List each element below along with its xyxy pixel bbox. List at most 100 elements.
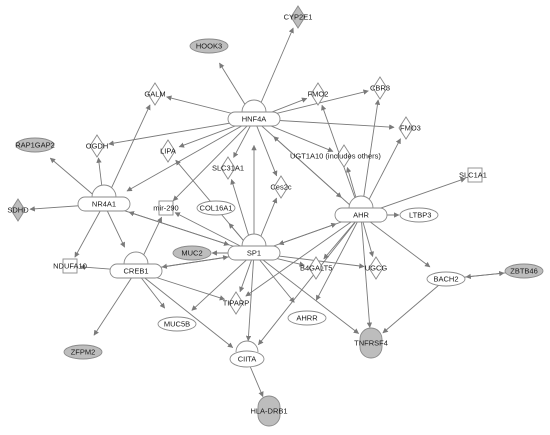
node-arc <box>123 251 149 265</box>
node-shape <box>257 395 281 427</box>
node-shape <box>89 134 105 158</box>
node-ndufa10[interactable]: NDUFA10 <box>53 258 87 274</box>
node-ciita[interactable]: CIITA <box>229 340 265 368</box>
edge-BACH2-to-TNFRSF4 <box>382 278 447 334</box>
node-shape <box>109 263 163 279</box>
node-ugcg[interactable]: UGCG <box>365 256 388 280</box>
node-shape <box>62 258 78 274</box>
node-ces2c[interactable]: Ces2c <box>270 175 292 199</box>
node-ogdh[interactable]: OGDH <box>86 134 109 158</box>
node-label: RAP1GAP2 <box>15 141 55 150</box>
node-hladrb1[interactable]: HLA-DRB1 <box>250 395 288 427</box>
node-muc2[interactable]: MUC2 <box>172 245 212 261</box>
node-label: GALM <box>144 90 165 99</box>
node-nr4a1[interactable]: NR4A1 <box>77 184 131 212</box>
node-label: HLA-DRB1 <box>250 407 287 416</box>
edge-CREB1-to-CIITA <box>135 270 234 348</box>
node-label: CIITA <box>238 355 257 364</box>
node-label: AHRR <box>296 314 318 323</box>
node-shape <box>227 245 281 261</box>
node-label: UGT1A10 (includes others) <box>290 152 381 161</box>
node-shape <box>229 350 265 368</box>
node-creb1[interactable]: CREB1 <box>109 251 163 279</box>
edge-AHR-to-CIITA <box>258 214 362 346</box>
node-label: SP1 <box>247 249 261 258</box>
node-fmo2[interactable]: FMO2 <box>308 82 329 106</box>
node-arc <box>91 184 117 198</box>
node-shape <box>10 198 26 222</box>
edge-AHR-to-CBR3 <box>360 99 381 216</box>
node-label: SDHD <box>7 206 29 215</box>
node-ugt1a10[interactable]: UGT1A10 (includes others) <box>290 144 381 168</box>
node-slc1a1[interactable]: SLC1A1 <box>459 167 487 183</box>
node-ltbp3[interactable]: LTBP3 <box>399 207 439 223</box>
node-shape <box>310 82 326 106</box>
node-arc <box>241 99 267 113</box>
edge-SP1-to-CIITA <box>245 252 255 342</box>
node-lipa[interactable]: LIPA <box>160 139 176 163</box>
node-label: LTBP3 <box>409 211 431 220</box>
node-cyp2e1[interactable]: CYP2E1 <box>284 5 313 29</box>
node-label: CREB1 <box>123 267 148 276</box>
node-sdhd[interactable]: SDHD <box>7 198 29 222</box>
edge-SP1-to-AHRR <box>253 252 295 303</box>
node-cbr3[interactable]: CBR3 <box>370 76 390 100</box>
node-shape <box>189 38 229 54</box>
node-slc31a1[interactable]: SLC31A1 <box>212 156 244 180</box>
node-hnf4a[interactable]: HNF4A <box>227 99 281 127</box>
node-shape <box>63 344 103 360</box>
node-label: NR4A1 <box>92 200 116 209</box>
node-rap1gap2[interactable]: RAP1GAP2 <box>15 137 55 153</box>
node-shape <box>290 5 306 29</box>
node-shape <box>196 200 236 216</box>
node-shape <box>287 310 327 326</box>
node-label: B4GALT5 <box>300 264 332 273</box>
node-shape <box>308 256 324 280</box>
node-label: AHR <box>353 211 369 220</box>
node-fmo3[interactable]: FMO3 <box>398 116 421 140</box>
node-label: HOOK3 <box>196 42 222 51</box>
node-label: UGCG <box>365 264 388 273</box>
edge-AHR-to-BACH2 <box>360 214 431 268</box>
node-shape <box>426 271 466 287</box>
edge-AHR-to-TNFRSF4 <box>360 214 373 328</box>
node-label: HNF4A <box>242 115 267 124</box>
node-b4galt5[interactable]: B4GALT5 <box>300 256 332 280</box>
node-ahrr[interactable]: AHRR <box>287 310 327 326</box>
node-sp1[interactable]: SP1 <box>227 233 281 261</box>
edge-AHR-to-HNF4A <box>273 136 362 216</box>
node-shape <box>228 291 244 315</box>
edge-AHR-to-TIPARP <box>245 214 362 297</box>
node-zfpm2[interactable]: ZFPM2 <box>63 344 103 360</box>
node-label: LIPA <box>160 147 176 156</box>
node-tnfrsf4[interactable]: TNFRSF4 <box>354 327 388 359</box>
node-label: mir-290 <box>153 204 178 213</box>
node-bach2[interactable]: BACH2 <box>426 271 466 287</box>
node-muc5b[interactable]: MUC5B <box>157 316 197 332</box>
node-label: FMO3 <box>400 124 421 133</box>
node-ahr[interactable]: AHR <box>334 195 388 223</box>
node-label: FMO2 <box>308 90 329 99</box>
node-shape <box>399 207 439 223</box>
node-shape <box>227 111 281 127</box>
node-col16a1[interactable]: COL16A1 <box>196 200 236 216</box>
node-label: MUC5B <box>164 320 190 329</box>
node-label: OGDH <box>86 142 109 151</box>
node-shape <box>157 316 197 332</box>
node-mir290[interactable]: mir-290 <box>153 200 179 216</box>
node-shape <box>359 327 383 359</box>
node-arc <box>235 340 259 353</box>
node-arc <box>241 233 267 247</box>
node-shape <box>160 139 176 163</box>
node-zbtb46[interactable]: ZBTB46 <box>504 263 544 279</box>
node-label: ZBTB46 <box>510 267 538 276</box>
node-shape <box>372 76 388 100</box>
node-label: SLC31A1 <box>212 164 244 173</box>
node-galm[interactable]: GALM <box>144 82 166 106</box>
node-hook3[interactable]: HOOK3 <box>189 38 229 54</box>
node-tiparp[interactable]: TIPARP <box>223 291 250 315</box>
node-label: CBR3 <box>370 84 390 93</box>
node-shape <box>398 116 414 140</box>
node-shape <box>467 167 483 183</box>
